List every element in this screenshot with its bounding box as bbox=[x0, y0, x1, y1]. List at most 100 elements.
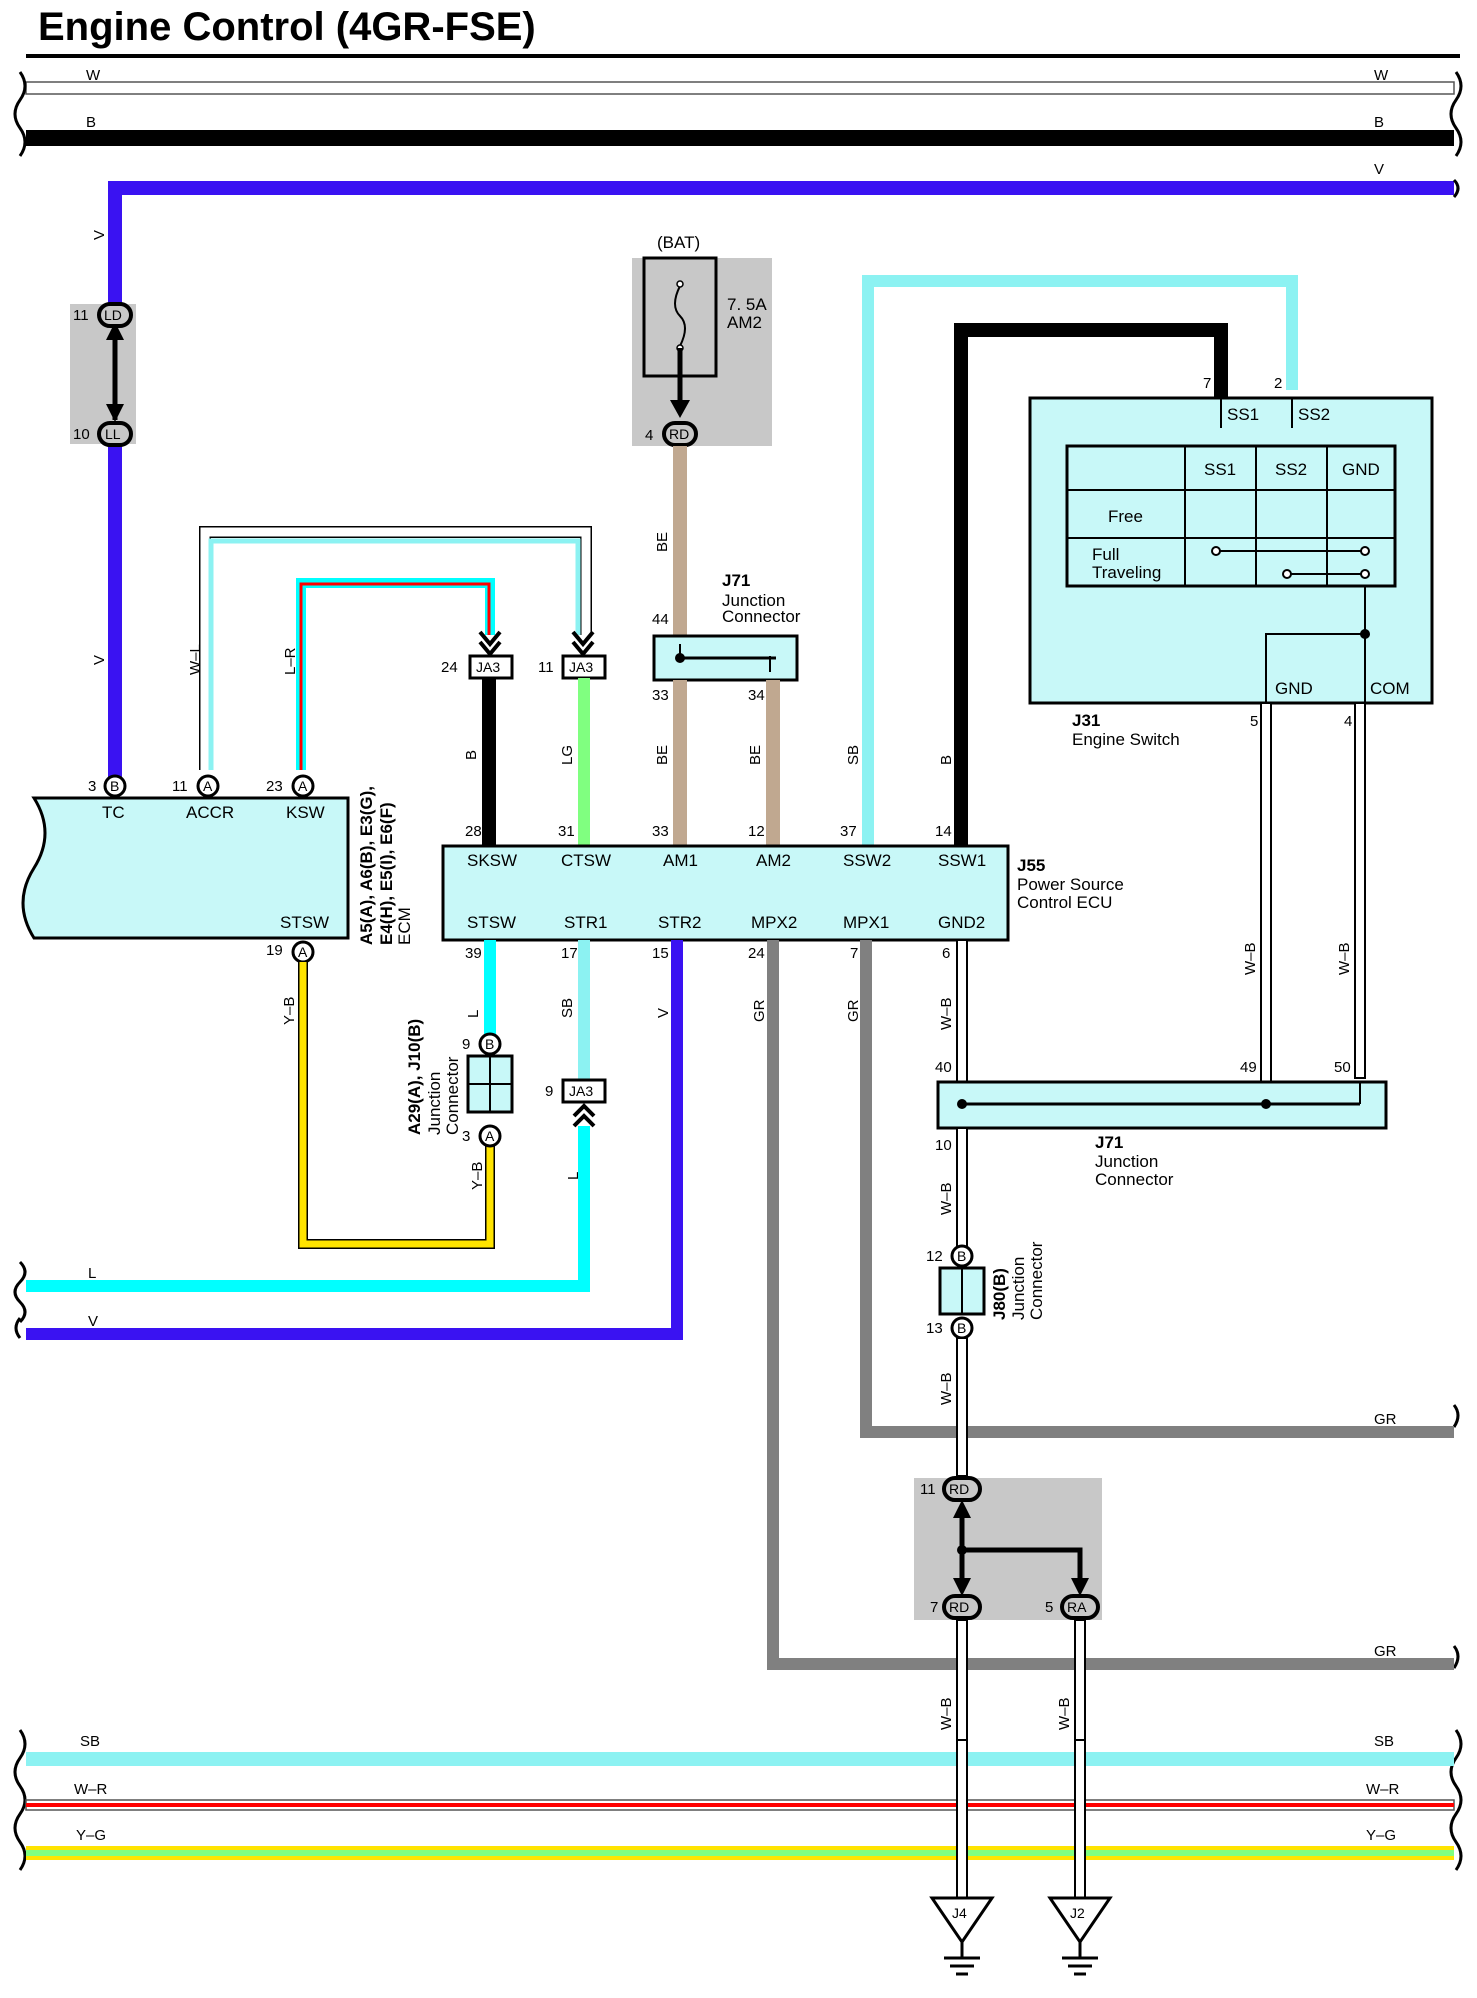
j31-table-header-ss1: SS1 bbox=[1204, 460, 1236, 479]
pin-j55-str1: 17 bbox=[561, 945, 578, 962]
j55-terminal-ctsw: CTSW bbox=[561, 851, 611, 870]
pin-rd-bot: 7 bbox=[930, 1599, 938, 1616]
wire-label-wb-7: W–B bbox=[1056, 1697, 1073, 1730]
pin-ja3-skw: 24 bbox=[441, 659, 458, 676]
connector-ra bbox=[1060, 1594, 1100, 1620]
pin-j55-am1: 33 bbox=[652, 823, 669, 840]
ecm-name: ECM bbox=[395, 907, 414, 945]
pin-j55-am2: 12 bbox=[748, 823, 765, 840]
j71-top-name-2: Connector bbox=[722, 607, 801, 626]
a29-name-2: Connector bbox=[443, 1056, 462, 1135]
ja3-arrow-9 bbox=[572, 1103, 596, 1128]
ecm-code-line-2: E4(H), E5(I), E6(F) bbox=[377, 802, 396, 945]
wire-sb-ssw2 bbox=[862, 275, 1298, 848]
bus-wire-sb bbox=[26, 1752, 1454, 1766]
j55-name-1: Power Source bbox=[1017, 875, 1124, 894]
ecm-terminal-stsw: STSW bbox=[280, 913, 329, 932]
j71-bottom-name-2: Connector bbox=[1095, 1170, 1174, 1189]
j55-terminal-am2: AM2 bbox=[756, 851, 791, 870]
wire-l-r bbox=[296, 578, 495, 770]
bus-label-yg-left: Y–G bbox=[76, 1827, 106, 1844]
ecm-pin-ksw-letter: A bbox=[298, 778, 308, 794]
bus-wire-v bbox=[108, 181, 1454, 195]
wire-label-wb-1: W–B bbox=[1242, 942, 1259, 975]
wire-b-ssw1 bbox=[954, 323, 1228, 848]
bus-label-yg-right: Y–G bbox=[1366, 1827, 1396, 1844]
pin-j55-str2: 15 bbox=[652, 945, 669, 962]
pin-j55-mpx1: 7 bbox=[850, 945, 858, 962]
wire-label-sb-2: SB bbox=[559, 998, 576, 1018]
wire-label-yb-2: Y–B bbox=[469, 1162, 486, 1190]
wire-label-be-2: BE bbox=[654, 745, 671, 765]
j55-name-2: Control ECU bbox=[1017, 893, 1112, 912]
wire-wb-j31-gnd bbox=[1260, 702, 1272, 1094]
wire-wb-gnd2 bbox=[956, 939, 968, 1083]
pin-fuse-out: 4 bbox=[645, 427, 653, 444]
ll-arrow bbox=[106, 404, 124, 422]
break-marks bbox=[13, 71, 1463, 1871]
wire-label-be-1: BE bbox=[654, 532, 671, 552]
j55-terminal-ssw1: SSW1 bbox=[938, 851, 986, 870]
a29-pin-bottom bbox=[478, 1124, 502, 1148]
connector-ll-label: LL bbox=[105, 426, 121, 442]
j55-terminal-sksw: SKSW bbox=[467, 851, 517, 870]
j55-terminal-ssw2: SSW2 bbox=[843, 851, 891, 870]
connector-ja3-9 bbox=[561, 1078, 607, 1104]
connector-ld-label: LD bbox=[104, 307, 122, 323]
a29-pin-bottom-letter: A bbox=[485, 1128, 495, 1144]
connector-rd-top-label: RD bbox=[949, 1481, 969, 1497]
ecm-terminal-accr: ACCR bbox=[186, 803, 234, 822]
wire-label-wb-6: W–B bbox=[938, 1697, 955, 1730]
pin-j71b-10: 10 bbox=[935, 1137, 952, 1154]
pin-j31-ss1: 7 bbox=[1203, 375, 1211, 392]
ecm-code-line-1: A5(A), A6(B), E3(G), bbox=[357, 786, 376, 945]
ecm-terminal-ksw: KSW bbox=[286, 803, 325, 822]
wire-be-fuse bbox=[673, 446, 687, 644]
ground-j2-label: J2 bbox=[1070, 1905, 1085, 1921]
ecm-pin-stsw-number: 19 bbox=[266, 942, 283, 959]
pin-j55-stsw: 39 bbox=[465, 945, 482, 962]
ja3-arrow-24 bbox=[478, 630, 502, 658]
j31-table-header-gnd: GND bbox=[1342, 460, 1380, 479]
bus-label-wr-left: W–R bbox=[74, 1781, 108, 1798]
ecm-pin-tc-letter: B bbox=[110, 778, 119, 794]
j31-pin-ss2-label: SS2 bbox=[1298, 405, 1330, 424]
j80-name-2: Connector bbox=[1027, 1241, 1046, 1320]
j80-pin-top-letter: B bbox=[957, 1248, 966, 1264]
connector-rd-fuse bbox=[662, 421, 698, 447]
pin-a29-top: 9 bbox=[462, 1036, 470, 1053]
wire-l-stsw bbox=[484, 940, 496, 1040]
pin-rd-top: 11 bbox=[920, 1481, 936, 1498]
bus-label-w-left: W bbox=[86, 67, 101, 84]
wire-wb-rd bbox=[956, 1337, 968, 1477]
a29-pin-top bbox=[478, 1032, 502, 1056]
pin-j71b-40: 40 bbox=[935, 1059, 952, 1076]
j31-pin-com-label: COM bbox=[1370, 679, 1410, 698]
wire-be-am1 bbox=[673, 680, 687, 848]
wire-v-str2 bbox=[26, 940, 683, 1340]
ld-arrow bbox=[106, 322, 124, 340]
wire-label-be-3: BE bbox=[747, 745, 764, 765]
j31-row-free: Free bbox=[1108, 507, 1143, 526]
connector-ra-label: RA bbox=[1067, 1599, 1087, 1615]
j80-name-1: Junction bbox=[1009, 1257, 1028, 1320]
j31-code: J31 bbox=[1072, 711, 1100, 730]
j71-bottom-code: J71 bbox=[1095, 1133, 1123, 1152]
fuse-name: AM2 bbox=[727, 313, 762, 332]
connector-ld bbox=[97, 302, 133, 328]
ld-ll-shaded-area bbox=[70, 304, 136, 444]
ecm-pin-stsw-letter: A bbox=[298, 944, 308, 960]
pin-j71-out1: 33 bbox=[652, 687, 669, 704]
pin-j55-mpx2: 24 bbox=[748, 945, 765, 962]
ground-j2 bbox=[1047, 1896, 1113, 1976]
connector-rd-bottom bbox=[942, 1594, 982, 1620]
fuse-element bbox=[674, 285, 686, 347]
ecm-pin-ksw-connector bbox=[291, 774, 315, 798]
j31-row-traveling: Traveling bbox=[1092, 563, 1161, 582]
bus-label-gr-1: GR bbox=[1374, 1411, 1397, 1428]
wire-label-wb-5: W–B bbox=[938, 1372, 955, 1405]
j55-terminal-gnd2: GND2 bbox=[938, 913, 985, 932]
wire-b-sksw bbox=[482, 678, 496, 846]
wire-label-wl: W–L bbox=[187, 644, 204, 675]
